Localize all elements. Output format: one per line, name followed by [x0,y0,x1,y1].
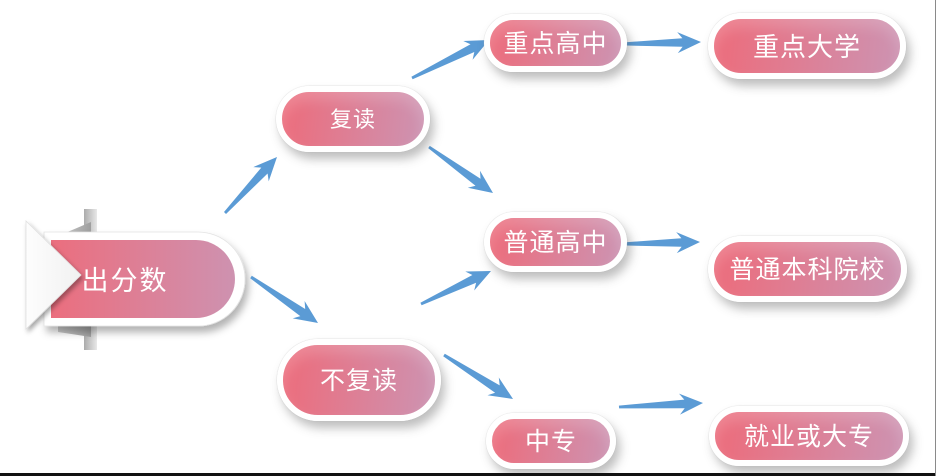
arrow-ordinary-high-school-to-ordinary-undergraduate [621,232,700,254]
node-label: 普通高中 [503,228,608,257]
node-employment-or-junior-college: 就业或大专 [709,406,909,466]
arrow-repeat-to-key-high-school [411,40,489,80]
arrow-repeat-to-ordinary-high-school [428,145,493,193]
node-key-high-school: 重点高中 [484,14,627,72]
node-no-repeat: 不复读 [277,339,441,421]
node-key-university: 重点大学 [708,13,906,79]
node-label: 就业或大专 [743,422,874,451]
node-vocational-school: 中专 [486,413,616,469]
node-label: 重点大学 [752,32,861,63]
arrow-layer [224,32,703,415]
node-score-released: 出分数 [81,265,169,297]
arrow-score-released-to-no-repeat [250,275,318,323]
node-label: 复读 [329,108,376,133]
node-label: 普通本科院校 [729,255,886,284]
banner-fill [51,240,235,318]
arrow-vocational-school-to-employment-or-junior-college [618,393,703,415]
node-repeat: 复读 [276,86,430,152]
node-label: 中专 [524,427,577,456]
banner-chevron [25,220,82,330]
arrow-no-repeat-to-ordinary-high-school [420,271,491,306]
node-ordinary-undergraduate: 普通本科院校 [708,236,907,302]
arrow-no-repeat-to-vocational-school [443,353,513,399]
arrow-key-high-school-to-key-university [621,32,701,54]
arrow-score-released-to-repeat [224,157,277,214]
node-label: 不复读 [319,366,398,395]
image-bottom-border [0,473,936,476]
node-ordinary-high-school: 普通高中 [484,212,627,272]
node-label: 重点高中 [503,29,608,58]
ribbon-banner-shape [25,209,246,350]
